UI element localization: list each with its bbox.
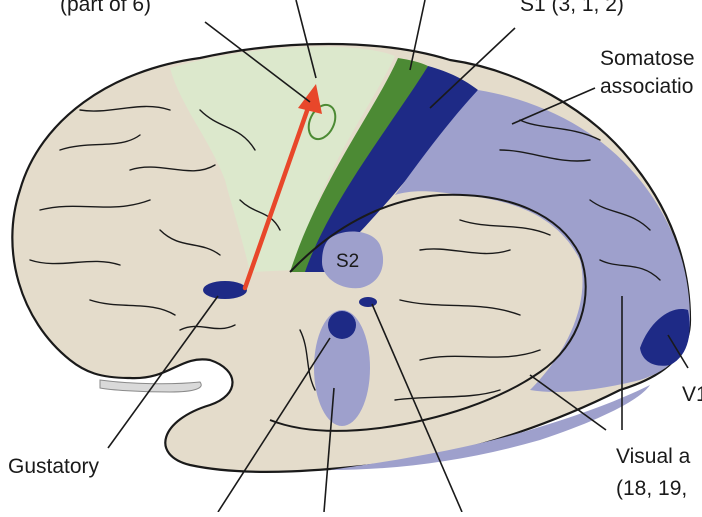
visual-association-label-line1: Visual a [616, 445, 691, 468]
temporal-lobe-outline [269, 193, 587, 432]
a1-region [328, 311, 356, 339]
somatosensory-association-label-line2: associatio [600, 75, 694, 98]
auditory-association-region [314, 310, 370, 426]
vestibular-spot [359, 297, 377, 307]
gustatory-label: Gustatory [8, 455, 100, 478]
motor-strip [290, 58, 428, 272]
olfactory-strip [99, 379, 202, 393]
premotor-oval [307, 103, 337, 141]
s1-label: S1 (3, 1, 2) [520, 0, 624, 16]
premotor-label: (part of 6) [60, 0, 152, 16]
frontal-tint-region [170, 46, 395, 272]
s2-label: S2 [336, 251, 360, 272]
visual-association-label-line2: (18, 19, [616, 477, 688, 500]
sulci [29, 105, 661, 401]
somatosensory-association-label-line1: Somatose [600, 47, 695, 70]
red-arrow-icon [242, 84, 322, 291]
somatosensory-association-region [395, 90, 690, 392]
s1-strip [305, 66, 478, 272]
v1-label: V1 [682, 383, 702, 406]
leader-lines [107, 0, 689, 513]
s2-region [322, 231, 384, 289]
gustatory-region [203, 281, 247, 299]
